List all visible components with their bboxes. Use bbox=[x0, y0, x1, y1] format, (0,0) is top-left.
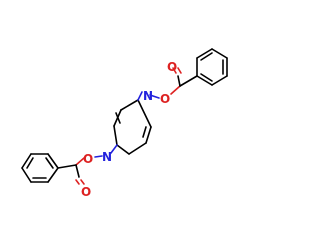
phenyl-bond bbox=[47, 167, 59, 183]
molecule-canvas: N O O N O O bbox=[21, 48, 228, 199]
bottom-phenyl-ring bbox=[21, 153, 59, 183]
carbonyl-double-bond-b bbox=[177, 67, 182, 74]
phenyl-bond bbox=[211, 75, 228, 86]
ring-bond-double bbox=[142, 126, 147, 138]
phenyl-inner-bond bbox=[26, 157, 34, 169]
top-oxime-ester bbox=[137, 67, 198, 101]
atom-oxygen-bottom-ester: O bbox=[83, 152, 93, 166]
carbonyl-double-bond-b bbox=[75, 179, 80, 185]
ring-bond bbox=[137, 99, 152, 128]
n-o-bond bbox=[149, 94, 160, 99]
o-c-bond bbox=[170, 85, 181, 95]
phenyl-bond bbox=[21, 153, 32, 169]
phenyl-inner-bond bbox=[200, 73, 213, 82]
ring-bond bbox=[116, 144, 130, 155]
atom-oxygen-top-ester: O bbox=[160, 92, 170, 106]
top-phenyl-ring bbox=[196, 48, 228, 86]
phenyl-inner-bond bbox=[200, 52, 213, 61]
carbonyl-ring-bond bbox=[57, 164, 77, 169]
atom-nitrogen-top: N bbox=[143, 89, 153, 103]
carbonyl-c-bond bbox=[75, 164, 80, 178]
ring-bond bbox=[120, 99, 139, 111]
phenyl-inner-bond bbox=[45, 157, 54, 169]
phenyl-bond bbox=[211, 48, 228, 59]
carbonyl-double-bond-a bbox=[172, 67, 177, 74]
atom-nitrogen-bottom: N bbox=[102, 150, 112, 164]
carbonyl-double-bond-a bbox=[80, 179, 85, 185]
ring-bond bbox=[113, 125, 118, 146]
carbonyl-ring-bond bbox=[179, 75, 198, 87]
ring-bond bbox=[128, 142, 147, 155]
structure-drawing: N O O N O O bbox=[21, 48, 228, 199]
bottom-oxime-ester bbox=[57, 144, 118, 185]
phenyl-bond bbox=[47, 153, 59, 169]
c-n-double-bond bbox=[110, 144, 118, 154]
atom-oxygen-top-carbonyl: O bbox=[167, 60, 177, 74]
quinone-ring bbox=[113, 99, 152, 155]
ring-bond bbox=[145, 126, 152, 144]
phenyl-bond bbox=[196, 75, 213, 86]
o-c-bond bbox=[75, 157, 85, 166]
carbonyl-c-bond bbox=[177, 75, 181, 87]
atom-oxygen-bottom-carbonyl: O bbox=[81, 185, 91, 199]
ring-bond-double bbox=[115, 112, 121, 124]
phenyl-bond bbox=[196, 48, 213, 59]
c-n-double-bond bbox=[137, 91, 143, 101]
phenyl-bond bbox=[21, 167, 32, 183]
n-o-bond bbox=[94, 155, 103, 158]
